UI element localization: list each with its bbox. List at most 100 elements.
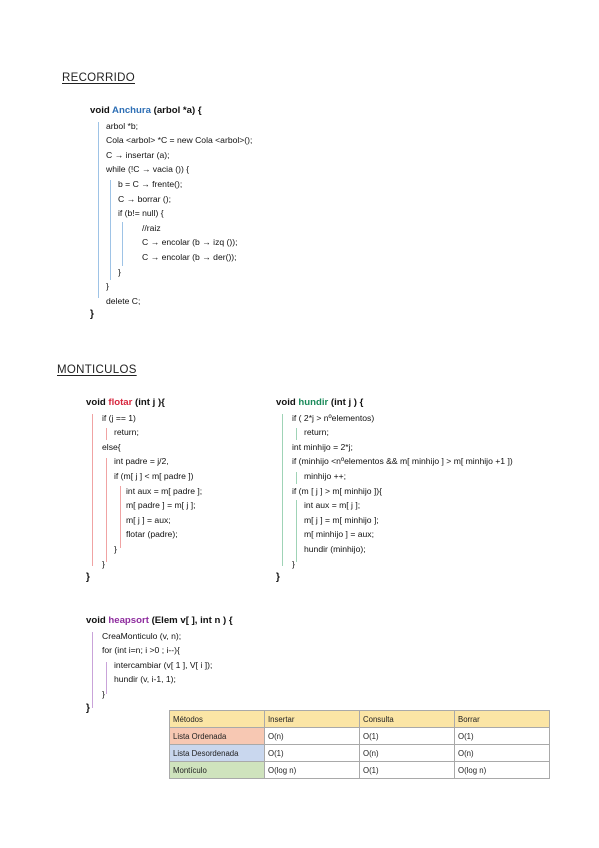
code-line: for (int i=n; i >0 ; i--){: [102, 645, 180, 656]
code-line: }: [102, 558, 105, 569]
table-row: Montículo O(log n) O(1) O(log n): [169, 761, 550, 779]
row-label: Montículo: [169, 761, 265, 779]
code-line: m[ minhijo ] = aux;: [304, 529, 374, 540]
code-line: }: [114, 543, 117, 554]
table-cell: O(1): [359, 761, 455, 779]
code-line: hundir (v, i-1, 1);: [114, 674, 176, 685]
code-line: if (b!= null) {: [118, 208, 164, 219]
code-line: int minhijo = 2*j;: [292, 441, 353, 452]
indent-guide: [120, 486, 121, 548]
code-line: }: [118, 266, 121, 277]
table-cell: O(log n): [454, 761, 550, 779]
code-line: arbol *b;: [106, 120, 139, 131]
function-signature: void hundir (int j ) {: [276, 396, 513, 411]
code-block-flotar: void flotar (int j ){ if (j == 1) return…: [86, 396, 202, 586]
code-line: m[ j ] = aux;: [126, 514, 171, 525]
code-line: delete C;: [106, 295, 141, 306]
indent-guide: [98, 122, 99, 298]
function-params: (Elem v[ ], int n ) {: [148, 615, 233, 626]
code-line: intercambiar (v[ 1 ], V[ i ]);: [114, 659, 213, 670]
table-cell: O(log n): [264, 761, 360, 779]
table-row: Lista Ordenada O(n) O(1) O(1): [169, 727, 550, 745]
code-line: hundir (minhijo);: [304, 543, 366, 554]
table-cell: O(n): [454, 744, 550, 762]
code-line: minhijo ++;: [304, 470, 347, 481]
row-label: Lista Ordenada: [169, 727, 265, 745]
code-line: if (minhijo <nºelementos && m[ minhijo ]…: [292, 456, 513, 467]
closing-brace: }: [86, 702, 90, 714]
function-signature: void Anchura (arbol *a) {: [90, 104, 252, 119]
indent-guide: [282, 414, 283, 566]
indent-guide: [106, 428, 107, 440]
function-params: (arbol *a) {: [150, 105, 202, 116]
code-line: C → encolar (b → der());: [142, 251, 237, 262]
code-line: C → borrar ();: [118, 193, 171, 204]
code-block-hundir: void hundir (int j ) { if ( 2*j > nºelem…: [276, 396, 513, 586]
indent-guide: [92, 632, 93, 708]
code-line: //raiz: [142, 222, 161, 233]
code-line: flotar (padre);: [126, 529, 178, 540]
indent-guide: [296, 500, 297, 562]
code-line: int padre = j/2,: [114, 456, 169, 467]
header-cell: Métodos: [169, 710, 265, 728]
indent-guide: [296, 472, 297, 484]
code-line: }: [292, 558, 295, 569]
keyword-void: void: [276, 397, 299, 408]
function-params: (int j ) {: [328, 397, 364, 408]
header-cell: Consulta: [359, 710, 455, 728]
indent-guide: [106, 458, 107, 562]
table-header-row: Métodos Insertar Consulta Borrar: [169, 710, 550, 728]
table-cell: O(1): [359, 727, 455, 745]
function-name: hundir: [298, 397, 329, 408]
table-cell: O(1): [264, 744, 360, 762]
row-label: Lista Desordenada: [169, 744, 265, 762]
code-line: int aux = m[ padre ];: [126, 485, 203, 496]
table-cell: O(1): [454, 727, 550, 745]
function-signature: void heapsort (Elem v[ ], int n ) {: [86, 614, 233, 629]
code-line: return;: [114, 427, 139, 438]
indent-guide: [122, 222, 123, 266]
code-line: b = C → frente();: [118, 178, 183, 189]
keyword-void: void: [86, 615, 109, 626]
closing-brace: }: [86, 572, 90, 584]
code-line: else{: [102, 441, 121, 452]
code-line: }: [102, 688, 105, 699]
closing-brace: }: [276, 572, 280, 584]
indent-guide: [106, 662, 107, 694]
header-cell: Borrar: [454, 710, 550, 728]
code-line: Cola <arbol> *C = new Cola <arbol>();: [106, 135, 253, 146]
keyword-void: void: [90, 105, 113, 116]
function-signature: void flotar (int j ){: [86, 396, 202, 411]
keyword-void: void: [86, 397, 109, 408]
section-title-recorrido: RECORRIDO: [62, 72, 135, 84]
section-title-monticulos: MONTICULOS: [57, 364, 137, 376]
code-line: }: [106, 281, 109, 292]
code-line: if (m[ j ] < m[ padre ]): [114, 470, 194, 481]
header-cell: Insertar: [264, 710, 360, 728]
function-name: Anchura: [112, 105, 151, 116]
code-line: if (m [ j ] > m[ minhijo ]){: [292, 485, 383, 496]
complexity-table: Métodos Insertar Consulta Borrar Lista O…: [169, 710, 550, 779]
indent-guide: [110, 180, 111, 280]
function-name: flotar: [108, 397, 133, 408]
function-params: (int j ){: [132, 397, 165, 408]
closing-brace: }: [90, 309, 94, 321]
code-line: if ( 2*j > nºelementos): [292, 412, 375, 423]
code-line: C → insertar (a);: [106, 149, 170, 160]
code-block-heapsort: void heapsort (Elem v[ ], int n ) { Crea…: [86, 614, 233, 716]
function-name: heapsort: [108, 615, 149, 626]
indent-guide: [92, 414, 93, 566]
code-line: m[ padre ] = m[ j ];: [126, 500, 196, 511]
code-line: return;: [304, 427, 329, 438]
table-row: Lista Desordenada O(1) O(n) O(n): [169, 744, 550, 762]
code-block-anchura: void Anchura (arbol *a) { arbol *b; Cola…: [90, 104, 252, 323]
code-line: int aux = m[ j ];: [304, 500, 361, 511]
code-line: if (j == 1): [102, 412, 136, 423]
code-line: CreaMonticulo (v, n);: [102, 630, 182, 641]
table-cell: O(n): [359, 744, 455, 762]
code-line: C → encolar (b → izq ());: [142, 237, 238, 248]
code-line: while (!C → vacia ()) {: [106, 164, 190, 175]
table-cell: O(n): [264, 727, 360, 745]
indent-guide: [296, 428, 297, 440]
code-line: m[ j ] = m[ minhijo ];: [304, 514, 379, 525]
